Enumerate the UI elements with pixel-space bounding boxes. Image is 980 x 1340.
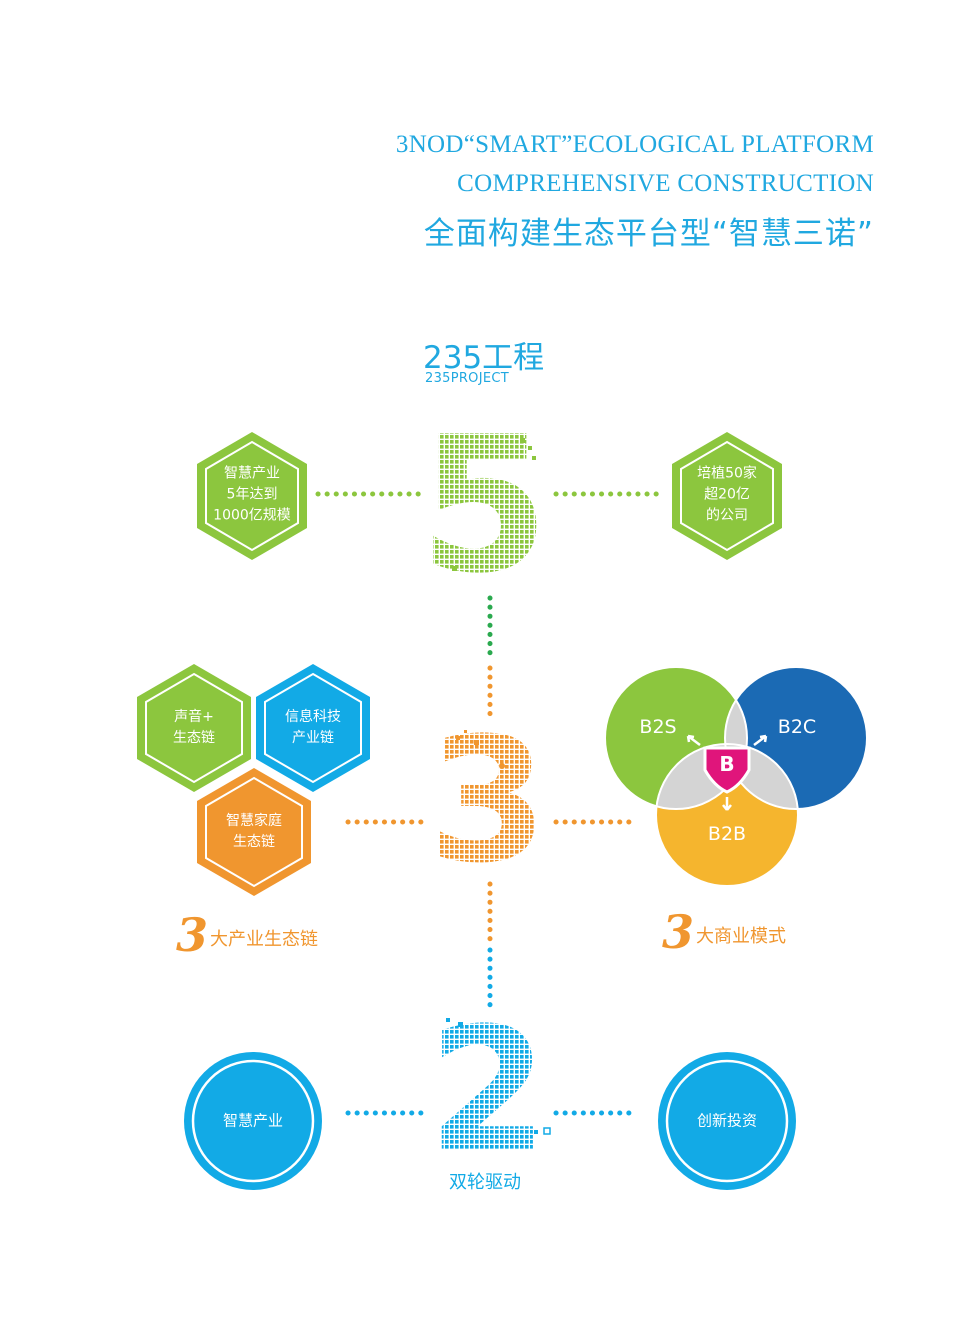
hex-left-green	[197, 432, 307, 560]
svg-text:3: 3	[428, 700, 548, 901]
hex-left-line2: 5年达到	[226, 486, 278, 503]
title-english-line-2: COMPREHENSIVE CONSTRUCTION	[457, 170, 874, 197]
hex-left-line1: 智慧产业	[223, 465, 280, 482]
title-english-line-1: 3NOD“SMART”ECOLOGICAL PLATFORM	[395, 131, 874, 158]
caption-three-business-number: 3	[662, 905, 695, 959]
hex-info-line2: 产业链	[292, 730, 334, 746]
venn-label-b2c: B2C	[777, 716, 817, 738]
project-subtitle: 235PROJECT	[425, 371, 509, 386]
title-chinese: 全面构建生态平台型“智慧三诺”	[423, 216, 874, 252]
numeral-two-graphic: 2	[428, 990, 551, 1191]
caption-dual-drive: 双轮驱动	[449, 1172, 521, 1193]
svg-text:2: 2	[428, 990, 548, 1191]
hex-sound-line2: 生态链	[173, 730, 215, 746]
hex-home-line2: 生态链	[233, 834, 275, 850]
circle-left-blue	[184, 1052, 322, 1190]
hex-sound-line1: 声音+	[174, 709, 214, 725]
caption-three-industries-number: 3	[176, 908, 209, 962]
hex-right-line1: 培植50家	[697, 465, 757, 482]
venn-label-b2b: B2B	[707, 823, 747, 845]
hex-info-line1: 信息科技	[285, 709, 341, 725]
venn-label-b2s: B2S	[639, 716, 677, 738]
hex-home-label: 智慧家庭 生态链	[226, 811, 282, 853]
hex-home-line1: 智慧家庭	[226, 813, 282, 829]
hex-sound-label: 声音+ 生态链	[173, 707, 215, 749]
numeral-five-graphic: 5	[419, 396, 550, 615]
caption-three-industries-text: 大产业生态链	[210, 929, 319, 950]
hex-home-orange	[197, 768, 311, 896]
venn-arrows	[686, 734, 768, 811]
project-title: 235工程	[423, 340, 545, 376]
circle-left-label: 智慧产业	[222, 1111, 284, 1130]
hex-right-line3: 的公司	[705, 507, 748, 524]
svg-text:5: 5	[419, 396, 550, 615]
venn-center-shield	[703, 746, 751, 794]
numeral-three-graphic: 3	[428, 700, 548, 901]
hex-right-label: 培植50家 超20亿 的公司	[697, 464, 757, 527]
hex-info-label: 信息科技 产业链	[285, 707, 341, 749]
hex-right-green	[672, 432, 782, 560]
hex-right-line2: 超20亿	[704, 486, 750, 503]
caption-three-business-text: 大商业模式	[696, 926, 787, 947]
hex-sound-green	[137, 664, 251, 792]
circle-right-blue	[658, 1052, 796, 1190]
venn-label-center: B	[719, 752, 735, 776]
hex-left-line3: 1000亿规模	[213, 507, 291, 524]
hex-info-blue	[256, 664, 370, 792]
hex-left-label: 智慧产业 5年达到 1000亿规模	[213, 464, 291, 527]
venn-diagram	[604, 666, 868, 887]
circle-right-label: 创新投资	[696, 1111, 758, 1130]
